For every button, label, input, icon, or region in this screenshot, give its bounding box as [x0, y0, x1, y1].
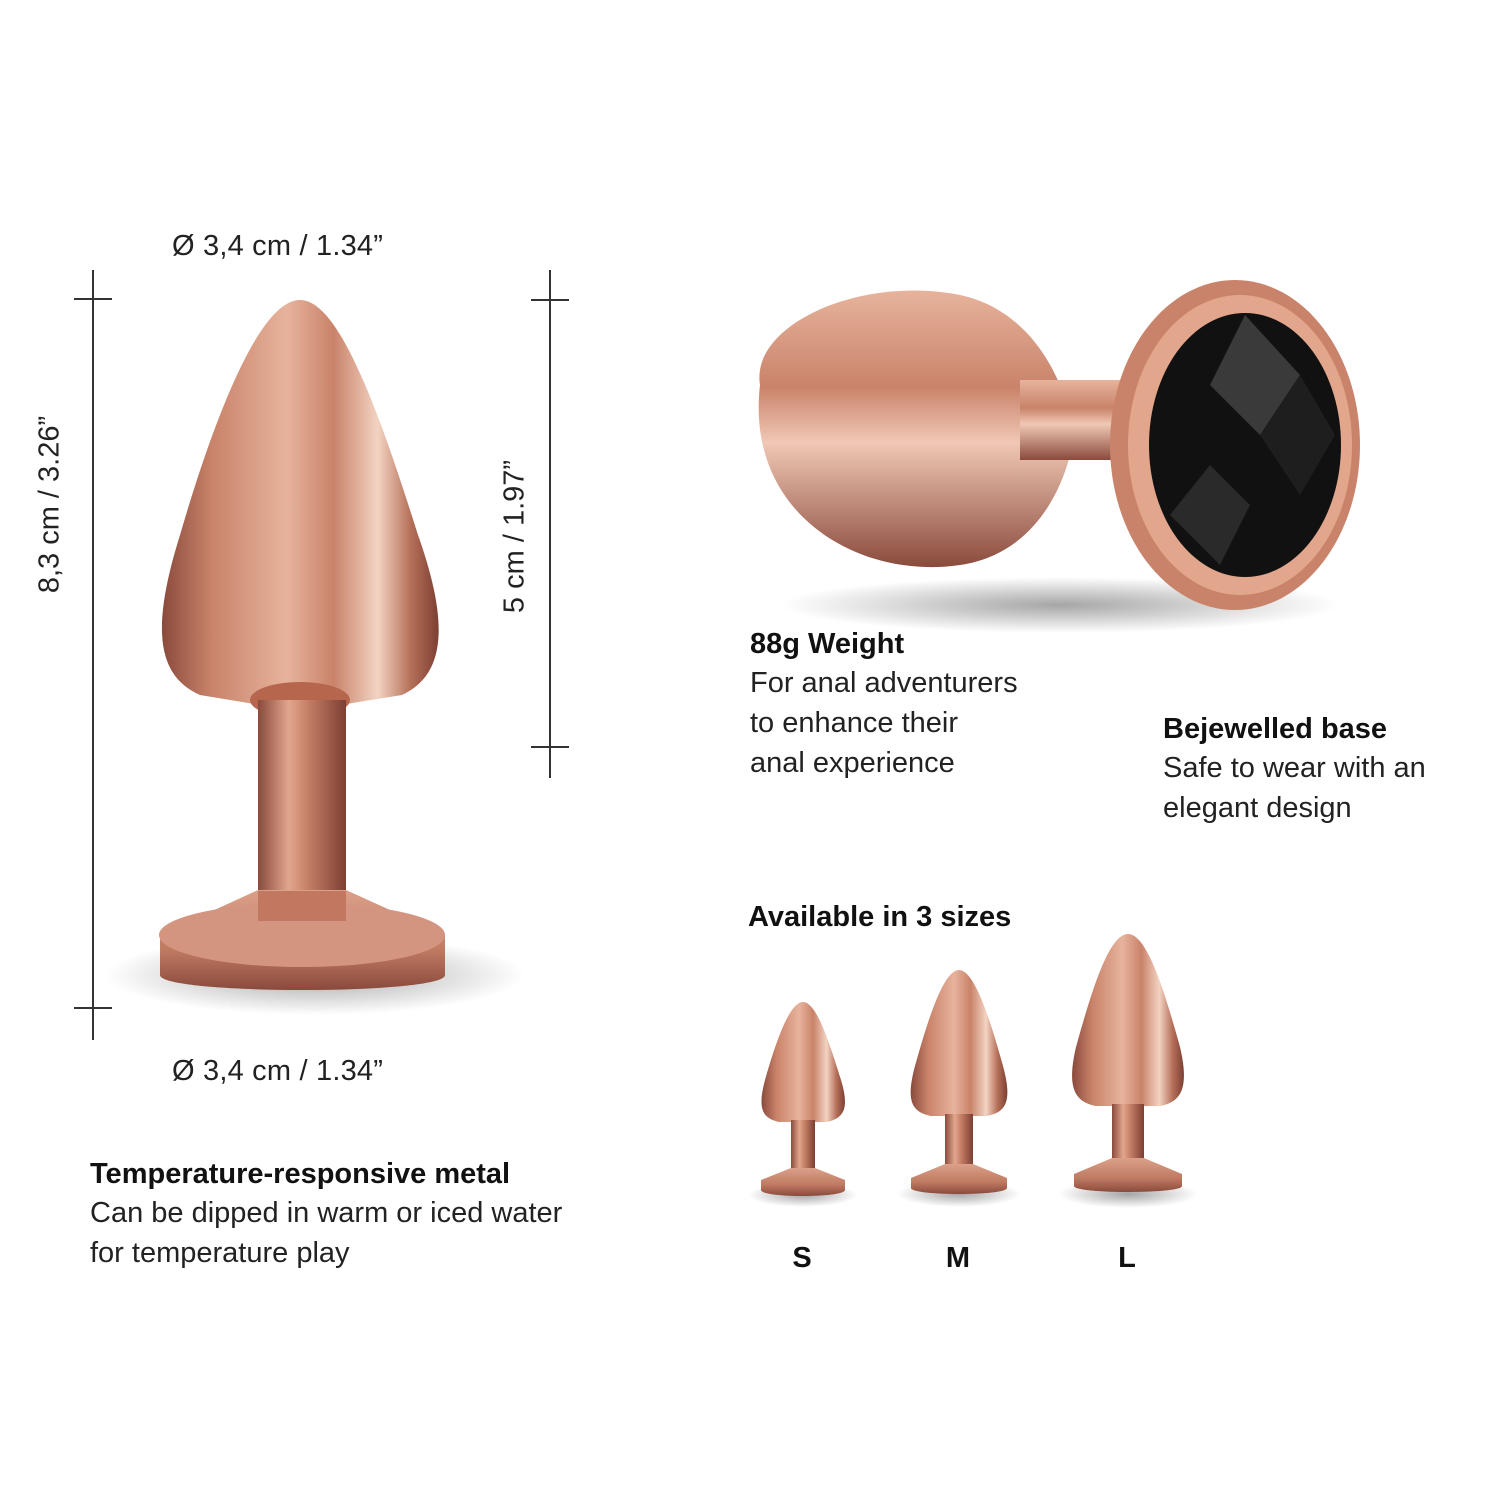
- feature-base-line-2: elegant design: [1163, 792, 1352, 824]
- dimension-insertable-length: 5 cm / 1.97”: [498, 459, 531, 614]
- feature-weight: 88g Weight For anal adventurers to enhan…: [750, 625, 1018, 783]
- size-label-m: M: [945, 1242, 971, 1274]
- feature-temperature-line-2: for temperature play: [90, 1237, 350, 1269]
- size-l-image: [1058, 934, 1198, 1208]
- feature-weight-line-2: to enhance their: [750, 707, 958, 739]
- size-m-image: [897, 970, 1021, 1207]
- feature-weight-line-3: anal experience: [750, 747, 955, 779]
- dimension-total-length: 8,3 cm / 3.26”: [33, 415, 66, 594]
- size-label-l: L: [1118, 1242, 1136, 1274]
- feature-temperature: Temperature-responsive metal Can be dipp…: [90, 1155, 562, 1273]
- feature-weight-title: 88g Weight: [750, 628, 905, 660]
- dimension-top-diameter: Ø 3,4 cm / 1.34”: [172, 230, 384, 262]
- feature-base-line-1: Safe to wear with an: [1163, 752, 1426, 784]
- product-side-view-image: [758, 280, 1360, 633]
- size-s-image: [748, 1002, 858, 1207]
- size-label-s: S: [792, 1242, 812, 1274]
- dimension-bottom-diameter: Ø 3,4 cm / 1.34”: [172, 1055, 384, 1087]
- feature-base-title: Bejewelled base: [1163, 713, 1388, 745]
- feature-temperature-line-1: Can be dipped in warm or iced water: [90, 1197, 563, 1229]
- product-front-view-image: [105, 300, 525, 1015]
- sizes-title: Available in 3 sizes: [748, 901, 1012, 933]
- feature-weight-line-1: For anal adventurers: [750, 667, 1018, 699]
- feature-base: Bejewelled base Safe to wear with an ele…: [1163, 710, 1426, 828]
- feature-temperature-title: Temperature-responsive metal: [90, 1158, 511, 1190]
